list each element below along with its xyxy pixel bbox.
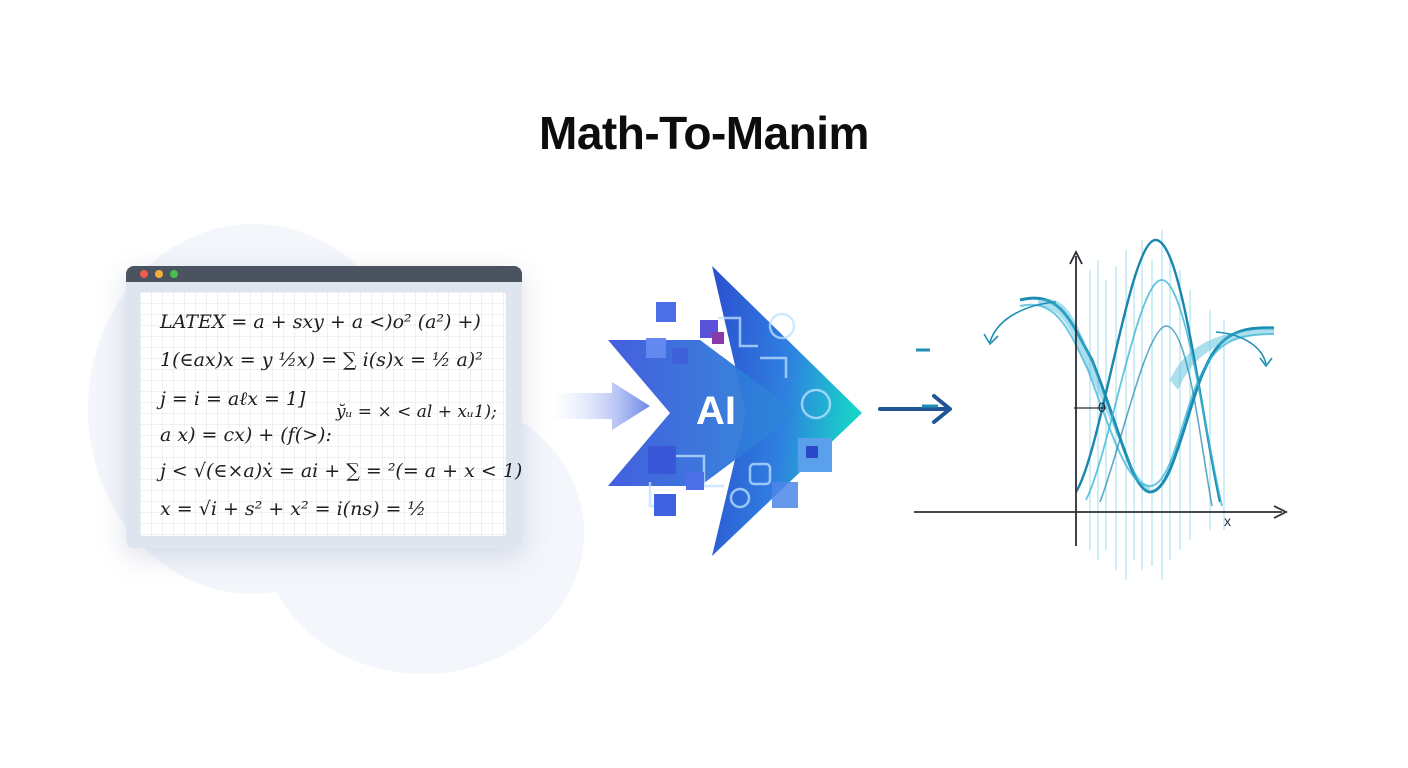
window-minimize-icon[interactable]	[155, 270, 163, 278]
y-marker-label: 0	[1098, 399, 1106, 415]
equation-line: x = √i + s² + x² = i(ns) = ½	[160, 498, 426, 520]
output-arrow-icon	[878, 394, 952, 424]
window-close-icon[interactable]	[140, 270, 148, 278]
window-maximize-icon[interactable]	[170, 270, 178, 278]
equation-line: y̆ᵤ = × < al + xᵤ1);	[336, 402, 497, 422]
equation-line: a x) = cx) + (f(>):	[160, 424, 332, 446]
window-titlebar	[126, 266, 522, 282]
latex-document: LATEX = a + sxy + a <)o² (a²) +) 1(∈ax)x…	[140, 292, 522, 536]
page-title: Math-To-Manim	[539, 107, 869, 159]
circuit-pattern	[648, 312, 832, 509]
equation-line: j < √(∈×a)ẋ = ai + ∑ = ²(= a + x < 1)	[160, 460, 522, 482]
ai-badge-label: AI	[696, 389, 736, 433]
motion-streaks	[880, 301, 1280, 499]
equation-line: LATEX = a + sxy + a <)o² (a²) +)	[160, 311, 481, 333]
graph-axes	[914, 249, 1289, 546]
equation-line: 1(∈ax)x = y ½x) = ∑ i(s)x = ½ a)²	[160, 349, 483, 371]
latex-editor-window: LATEX = a + sxy + a <)o² (a²) +) 1(∈ax)x…	[126, 266, 522, 548]
equation-line: j = i = aℓx = 1]	[160, 388, 306, 410]
dash-marks	[916, 348, 938, 408]
pixel-blocks	[646, 302, 832, 516]
x-axis-label: x	[1224, 513, 1231, 529]
input-arrow-icon	[550, 382, 650, 430]
ai-conversion-graphic: AI	[550, 266, 862, 556]
manim-animation-graph: 0 x	[880, 230, 1289, 580]
